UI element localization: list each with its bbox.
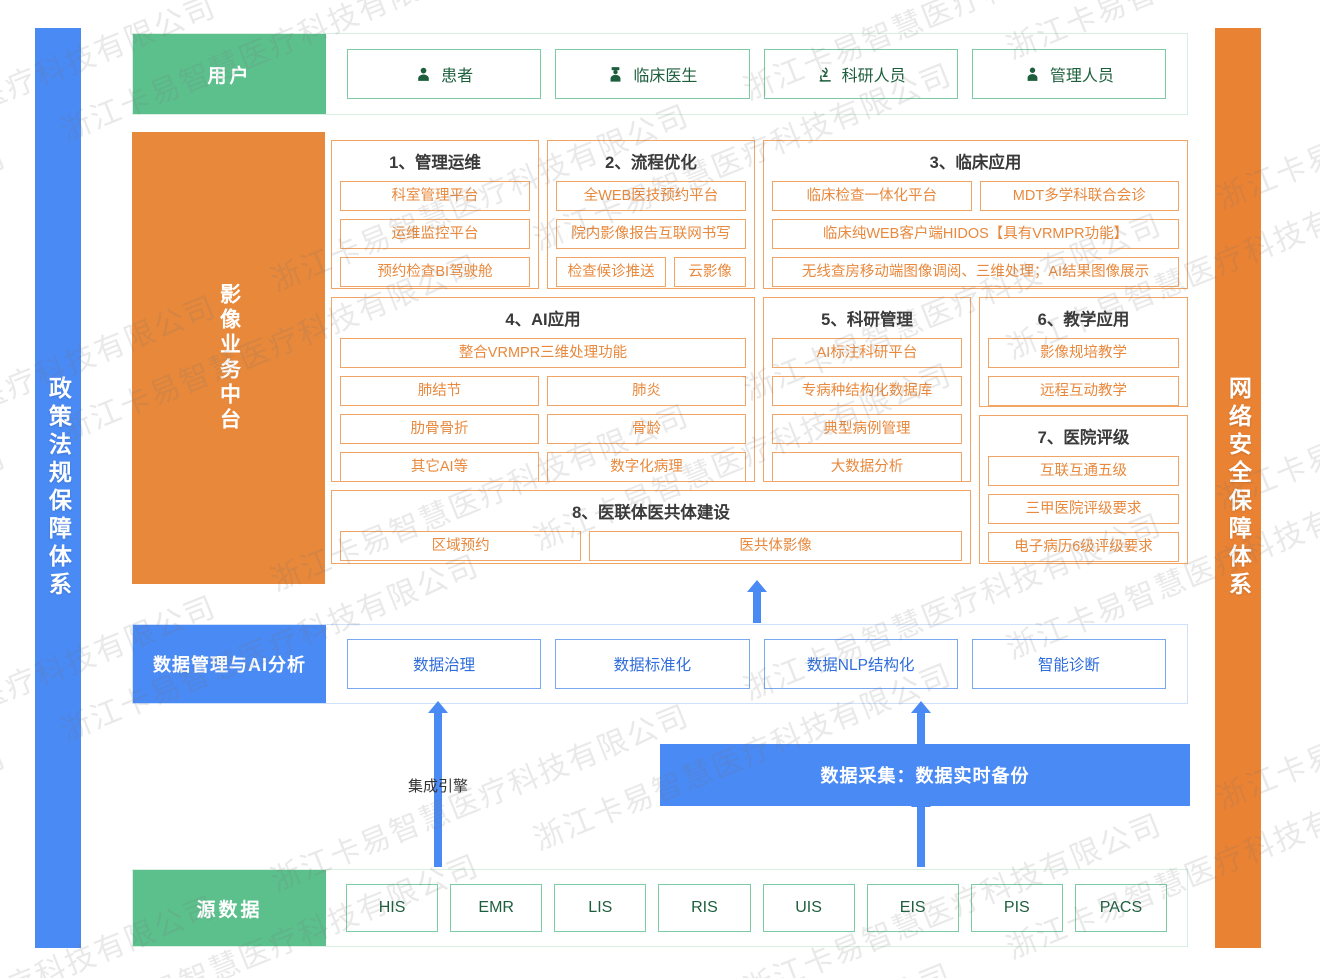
group-medical-consortium: 8、医联体医共体建设 区域预约 医共体影像 bbox=[331, 490, 971, 564]
user-item-label: 科研人员 bbox=[841, 68, 906, 85]
source-data-label: 源数据 bbox=[133, 870, 326, 946]
arrow-source-to-capture bbox=[911, 795, 931, 867]
data-item-standardization[interactable]: 数据标准化 bbox=[555, 639, 750, 689]
source-data-band: 源数据 HIS EMR LIS RIS UIS EIS PIS PACS bbox=[132, 869, 1188, 947]
platform-item[interactable]: 肺结节 bbox=[340, 376, 539, 406]
network-security-pillar: 网络安全保障体系 bbox=[1215, 28, 1261, 948]
imaging-platform-label-text: 影像业务中台 bbox=[217, 283, 241, 433]
platform-item[interactable]: 医共体影像 bbox=[589, 531, 962, 561]
source-item-ris[interactable]: RIS bbox=[658, 884, 751, 932]
source-item-his[interactable]: HIS bbox=[346, 884, 439, 932]
integration-engine-label: 集成引擎 bbox=[407, 778, 468, 795]
group-ai-application: 4、AI应用 整合VRMPR三维处理功能 肺结节 肺炎 肋骨骨折 骨龄 其它AI… bbox=[331, 297, 755, 482]
platform-item[interactable]: 肺炎 bbox=[547, 376, 746, 406]
arrow-data-to-platform bbox=[747, 580, 767, 623]
users-band: 用户 患者 临床医生 bbox=[132, 33, 1188, 115]
imaging-platform-label: 影像业务中台 bbox=[132, 132, 325, 584]
platform-item[interactable]: 专病种结构化数据库 bbox=[772, 376, 962, 406]
network-security-pillar-label: 网络安全保障体系 bbox=[1225, 376, 1252, 600]
platform-item[interactable]: 骨龄 bbox=[547, 414, 746, 444]
source-data-item-list: HIS EMR LIS RIS UIS EIS PIS PACS bbox=[326, 870, 1187, 946]
source-item-lis[interactable]: LIS bbox=[554, 884, 647, 932]
group-teaching-application: 6、教学应用 影像规培教学 远程互动教学 bbox=[979, 297, 1188, 407]
data-management-label: 数据管理与AI分析 bbox=[133, 625, 326, 703]
data-capture-bar: 数据采集：数据实时备份 bbox=[660, 744, 1190, 806]
user-item-label: 临床医生 bbox=[633, 68, 698, 85]
platform-item[interactable]: 数字化病理 bbox=[547, 452, 746, 482]
platform-item[interactable]: 三甲医院评级要求 bbox=[988, 494, 1179, 524]
group-process-optimization: 2、流程优化 全WEB医技预约平台 院内影像报告互联网书写 检查候诊推送 云影像 bbox=[547, 140, 755, 289]
data-management-item-list: 数据治理 数据标准化 数据NLP结构化 智能诊断 bbox=[326, 625, 1187, 703]
platform-item[interactable]: MDT多学科联合会诊 bbox=[979, 181, 1179, 211]
group-title: 8、医联体医共体建设 bbox=[572, 504, 730, 522]
data-management-band: 数据管理与AI分析 数据治理 数据标准化 数据NLP结构化 智能诊断 bbox=[132, 624, 1188, 704]
user-item-researcher[interactable]: 科研人员 bbox=[763, 49, 958, 99]
source-item-pis[interactable]: PIS bbox=[970, 884, 1063, 932]
group-management-ops: 1、管理运维 科室管理平台 运维监控平台 预约检查BI驾驶舱 bbox=[331, 140, 539, 289]
policy-regulation-pillar: 政策法规保障体系 bbox=[35, 28, 81, 948]
platform-item[interactable]: 整合VRMPR三维处理功能 bbox=[340, 338, 746, 368]
group-hospital-rating: 7、医院评级 互联互通五级 三甲医院评级要求 电子病历6级评级要求 bbox=[979, 415, 1188, 564]
platform-item[interactable]: 典型病例管理 bbox=[772, 414, 962, 444]
platform-item[interactable]: 影像规培教学 bbox=[988, 338, 1179, 368]
group-research-management: 5、科研管理 AI标注科研平台 专病种结构化数据库 典型病例管理 大数据分析 bbox=[763, 297, 971, 482]
platform-item[interactable]: 远程互动教学 bbox=[988, 376, 1179, 406]
arrow-capture-to-data bbox=[911, 701, 931, 744]
users-band-label: 用户 bbox=[133, 34, 326, 114]
platform-item[interactable]: 其它AI等 bbox=[340, 452, 539, 482]
platform-item[interactable]: 区域预约 bbox=[340, 531, 582, 561]
arrow-integration-engine bbox=[428, 701, 448, 867]
user-item-label: 患者 bbox=[441, 68, 474, 85]
platform-item[interactable]: AI标注科研平台 bbox=[772, 338, 962, 368]
data-capture-label: 数据采集：数据实时备份 bbox=[820, 766, 1030, 786]
group-title: 7、医院评级 bbox=[1037, 429, 1130, 447]
platform-item[interactable]: 运维监控平台 bbox=[340, 219, 530, 249]
platform-item[interactable]: 科室管理平台 bbox=[340, 181, 530, 211]
platform-item[interactable]: 全WEB医技预约平台 bbox=[556, 181, 746, 211]
user-item-clinician[interactable]: 临床医生 bbox=[555, 49, 750, 99]
user-item-patient[interactable]: 患者 bbox=[347, 49, 542, 99]
group-title: 1、管理运维 bbox=[389, 154, 481, 172]
user-item-label: 管理人员 bbox=[1049, 68, 1114, 85]
patient-icon bbox=[415, 66, 432, 83]
platform-item[interactable]: 临床检查一体化平台 bbox=[772, 181, 972, 211]
user-item-administrator[interactable]: 管理人员 bbox=[971, 49, 1166, 99]
doctor-icon bbox=[607, 66, 624, 83]
data-item-governance[interactable]: 数据治理 bbox=[347, 639, 542, 689]
platform-item[interactable]: 无线查房移动端图像调阅、三维处理；AI结果图像展示 bbox=[772, 257, 1179, 287]
platform-item[interactable]: 临床纯WEB客户端HIDOS【具有VRMPR功能】 bbox=[772, 219, 1179, 249]
source-item-uis[interactable]: UIS bbox=[762, 884, 855, 932]
microscope-icon bbox=[816, 66, 833, 83]
source-item-eis[interactable]: EIS bbox=[866, 884, 959, 932]
manager-icon bbox=[1024, 66, 1041, 83]
data-item-nlp-structuring[interactable]: 数据NLP结构化 bbox=[763, 639, 958, 689]
users-item-list: 患者 临床医生 bbox=[326, 34, 1187, 114]
group-title: 4、AI应用 bbox=[505, 311, 581, 329]
group-title: 3、临床应用 bbox=[929, 154, 1022, 172]
imaging-platform-band: 影像业务中台 1、管理运维 科室管理平台 运维监控平台 预约检查BI驾驶舱 2、… bbox=[132, 132, 1188, 584]
group-clinical-application: 3、临床应用 临床检查一体化平台 MDT多学科联合会诊 临床纯WEB客户端HID… bbox=[763, 140, 1188, 289]
platform-item[interactable]: 大数据分析 bbox=[772, 452, 962, 482]
platform-item[interactable]: 电子病历6级评级要求 bbox=[988, 532, 1179, 562]
group-title: 2、流程优化 bbox=[605, 154, 697, 172]
platform-item[interactable]: 预约检查BI驾驶舱 bbox=[340, 257, 530, 287]
platform-item[interactable]: 肋骨骨折 bbox=[340, 414, 539, 444]
policy-regulation-pillar-label: 政策法规保障体系 bbox=[45, 376, 72, 600]
platform-item[interactable]: 检查候诊推送 bbox=[556, 257, 667, 287]
source-item-pacs[interactable]: PACS bbox=[1074, 884, 1167, 932]
platform-item[interactable]: 互联互通五级 bbox=[988, 456, 1179, 486]
group-title: 5、科研管理 bbox=[821, 311, 913, 329]
group-title: 6、教学应用 bbox=[1037, 311, 1130, 329]
data-item-intelligent-diagnosis[interactable]: 智能诊断 bbox=[971, 639, 1166, 689]
platform-groups: 1、管理运维 科室管理平台 运维监控平台 预约检查BI驾驶舱 2、流程优化 全W… bbox=[331, 132, 1188, 584]
source-item-emr[interactable]: EMR bbox=[450, 884, 543, 932]
platform-item[interactable]: 云影像 bbox=[674, 257, 746, 287]
platform-item[interactable]: 院内影像报告互联网书写 bbox=[556, 219, 746, 249]
